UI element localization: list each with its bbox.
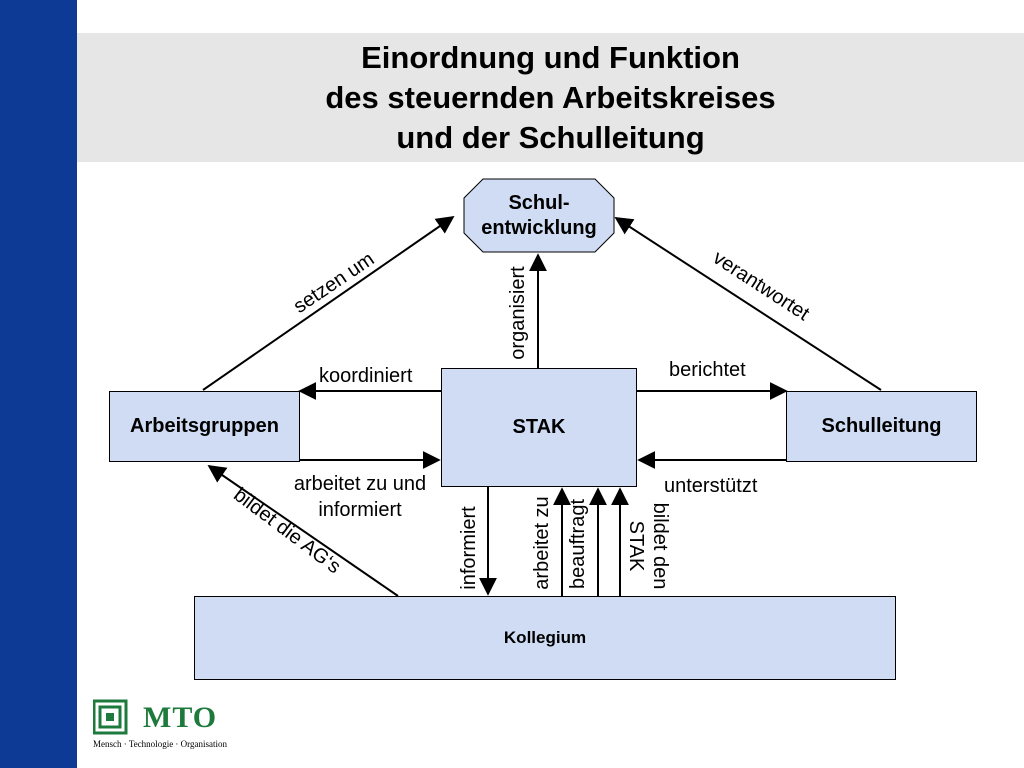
label-arbeitet-zu-und-informiert: arbeitet zu und informiert [278,472,442,522]
arrow-setzen-um [202,215,455,391]
header-band [77,33,1024,162]
label-bildet-den-stak: bildet den STAK [622,496,672,596]
schulleitung-label: Schulleitung [821,415,942,437]
arrow-verantwortet [614,217,882,391]
node-schulentwicklung: Schul- entwicklung [464,179,614,252]
label-beauftragt: beauftragt [567,498,589,590]
logo-tagline: Mensch · Technologie · Organisation [93,739,228,749]
logo-wordmark: MTO [143,701,218,734]
kollegium-label: Kollegium [503,628,587,647]
node-arbeitsgruppen: Arbeitsgruppen [109,391,300,462]
node-stak: STAK [441,368,637,487]
label-arbeitet-zu-und-informiert-line-2: informiert [318,499,402,521]
arbeitsgruppen-label: Arbeitsgruppen [130,415,279,437]
schulentwicklung-octagon [463,178,615,253]
schulentwicklung-line-1: Schul- [508,191,570,214]
label-bildet-den-stak-line-2: STAK [625,520,647,572]
label-bildet-den-stak-line-1: bildet den [649,502,671,590]
label-berichtet: berichtet [669,359,746,381]
page-title: Einordnung und Funktion des steuernden A… [77,38,1024,158]
title-line-2: des steuernden Arbeitskreises [325,80,776,115]
node-schulleitung: Schulleitung [786,391,977,462]
arrow-bildet-die-ags [207,464,399,597]
node-kollegium: Kollegium [194,596,896,680]
label-unterstuetzt: unterstützt [664,475,758,497]
stak-label: STAK [512,416,566,438]
sidebar-accent [0,0,77,768]
mto-logo-mark [93,699,128,735]
label-arbeitet-zu-und-informiert-line-1: arbeitet zu und [293,473,427,495]
label-informiert: informiert [458,506,480,590]
schulentwicklung-line-2: entwicklung [481,216,597,239]
label-organisiert: organisiert [507,266,529,360]
title-line-3: und der Schulleitung [396,120,705,155]
title-line-1: Einordnung und Funktion [361,40,740,75]
label-arbeitet-zu: arbeitet zu [531,496,553,590]
label-koordiniert: koordiniert [319,365,413,387]
